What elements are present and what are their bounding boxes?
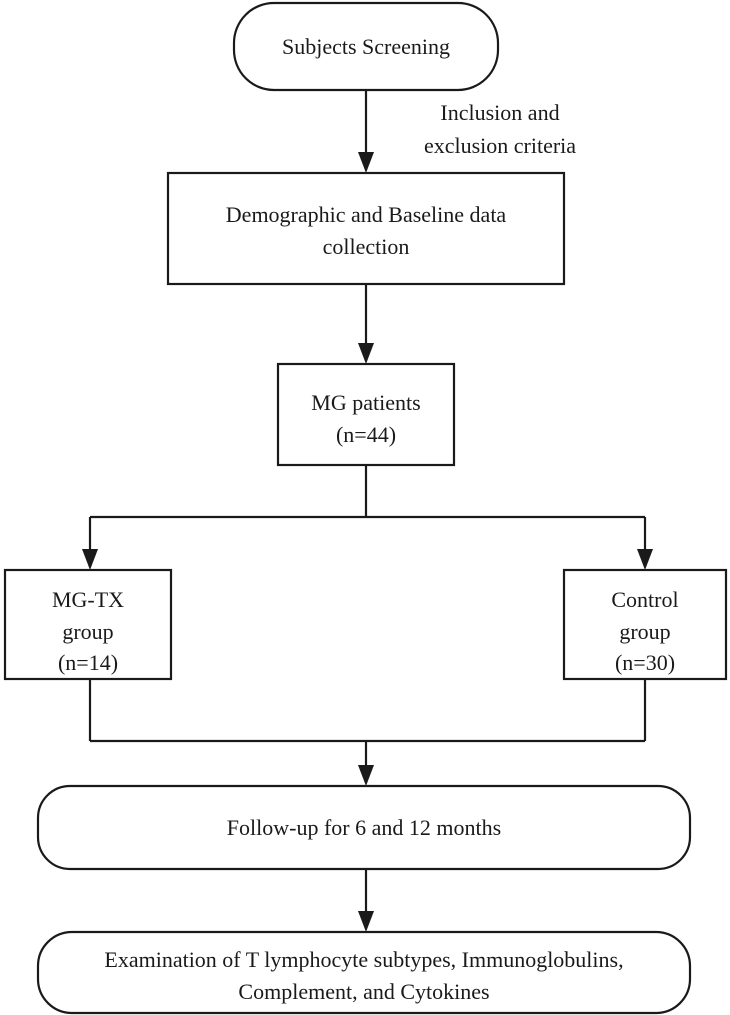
demographic-label-line-1: Demographic and Baseline data (226, 202, 507, 227)
control-label-line-1: Control (611, 587, 678, 612)
follow-up-label: Follow-up for 6 and 12 months (227, 815, 501, 840)
follow-up-node (36, 784, 692, 871)
arrowhead-control (637, 549, 653, 570)
examination-label-line-1: Examination of T lymphocyte subtypes, Im… (104, 947, 623, 972)
arrowhead-demographic (358, 152, 374, 173)
arrowhead-follow-up (358, 765, 374, 786)
demographic-baseline-node (166, 171, 566, 286)
demographic-label-line-2: collection (323, 234, 410, 259)
criteria-label-line-1: Inclusion and (440, 100, 559, 125)
examination-node (36, 930, 692, 1015)
examination-label-line-2: Complement, and Cytokines (238, 979, 489, 1004)
control-label-line-2: group (619, 619, 670, 644)
mg-patients-count: (n=44) (336, 422, 396, 447)
arrowhead-mg-tx (82, 549, 98, 570)
control-group-node (562, 568, 728, 681)
arrowhead-mg-patients (358, 343, 374, 364)
mg-tx-count: (n=14) (58, 650, 118, 675)
mg-tx-label-line-2: group (62, 619, 113, 644)
mg-patients-node (276, 362, 456, 467)
mg-tx-group-node (3, 568, 173, 681)
mg-patients-label: MG patients (311, 390, 420, 415)
subjects-screening-label: Subjects Screening (282, 34, 450, 59)
mg-tx-label-line-1: MG-TX (52, 587, 124, 612)
arrowhead-examination (358, 911, 374, 932)
control-count: (n=30) (615, 650, 675, 675)
criteria-label-line-2: exclusion criteria (424, 133, 576, 158)
